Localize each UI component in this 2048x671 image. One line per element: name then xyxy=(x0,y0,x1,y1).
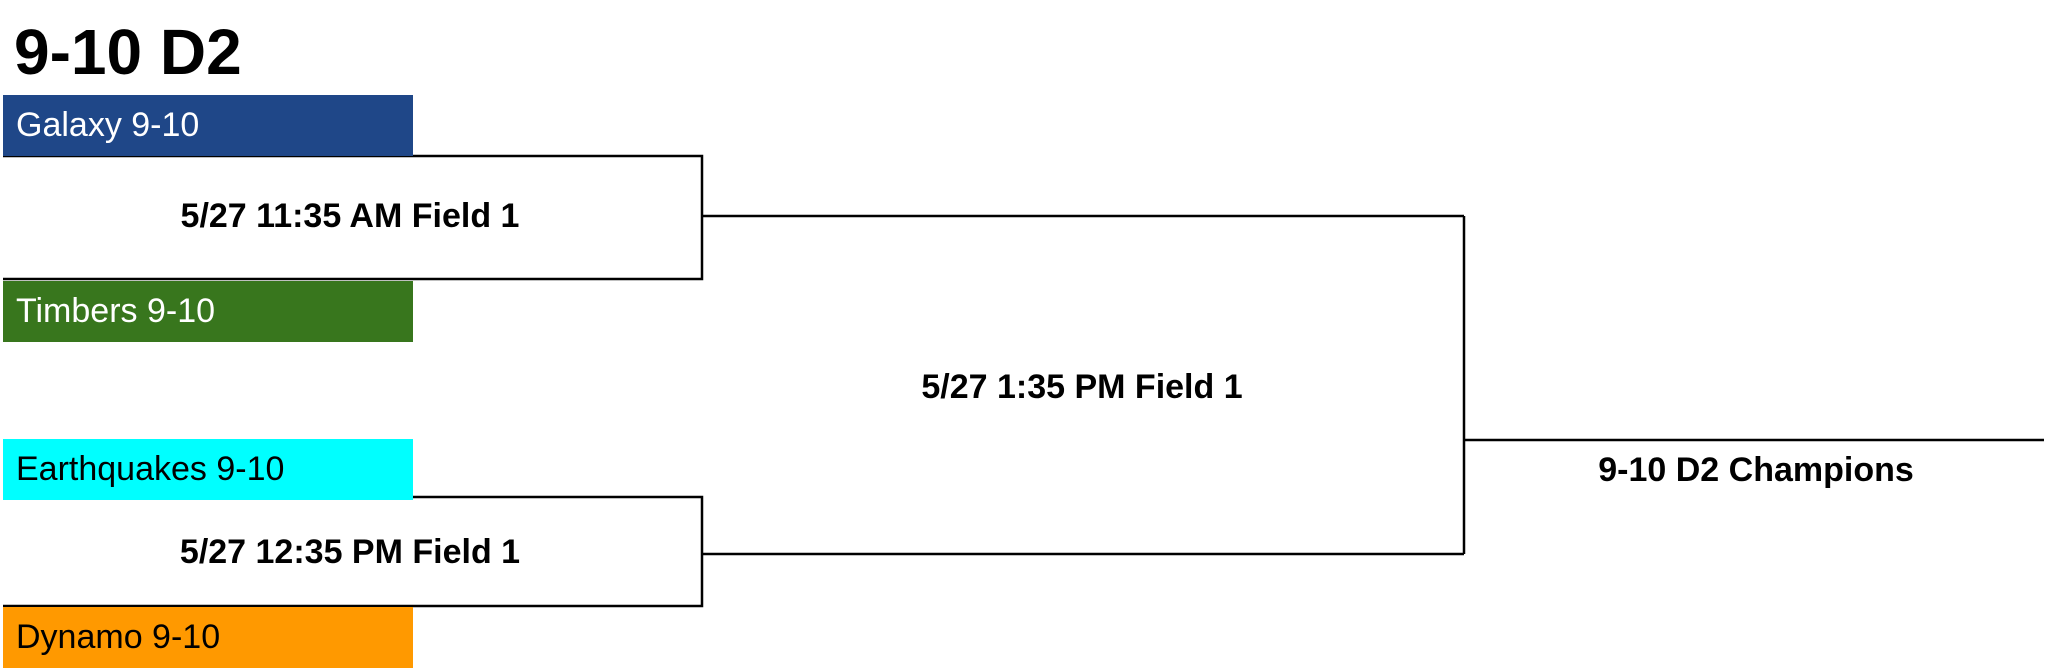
semifinal-1-connector xyxy=(3,154,704,281)
team-timbers: Timbers 9-10 xyxy=(3,281,413,342)
game-semifinal-2-label: 5/27 12:35 PM Field 1 xyxy=(179,533,521,571)
game-final-label: 5/27 1:35 PM Field 1 xyxy=(921,368,1243,406)
team-dynamo: Dynamo 9-10 xyxy=(3,607,413,668)
champion-label: 9-10 D2 Champions xyxy=(1598,451,1914,489)
game-semifinal-1-label: 5/27 11:35 AM Field 1 xyxy=(180,197,520,235)
team-galaxy: Galaxy 9-10 xyxy=(3,95,413,156)
page-title: 9-10 D2 xyxy=(14,16,242,88)
team-earthquakes: Earthquakes 9-10 xyxy=(3,439,413,500)
